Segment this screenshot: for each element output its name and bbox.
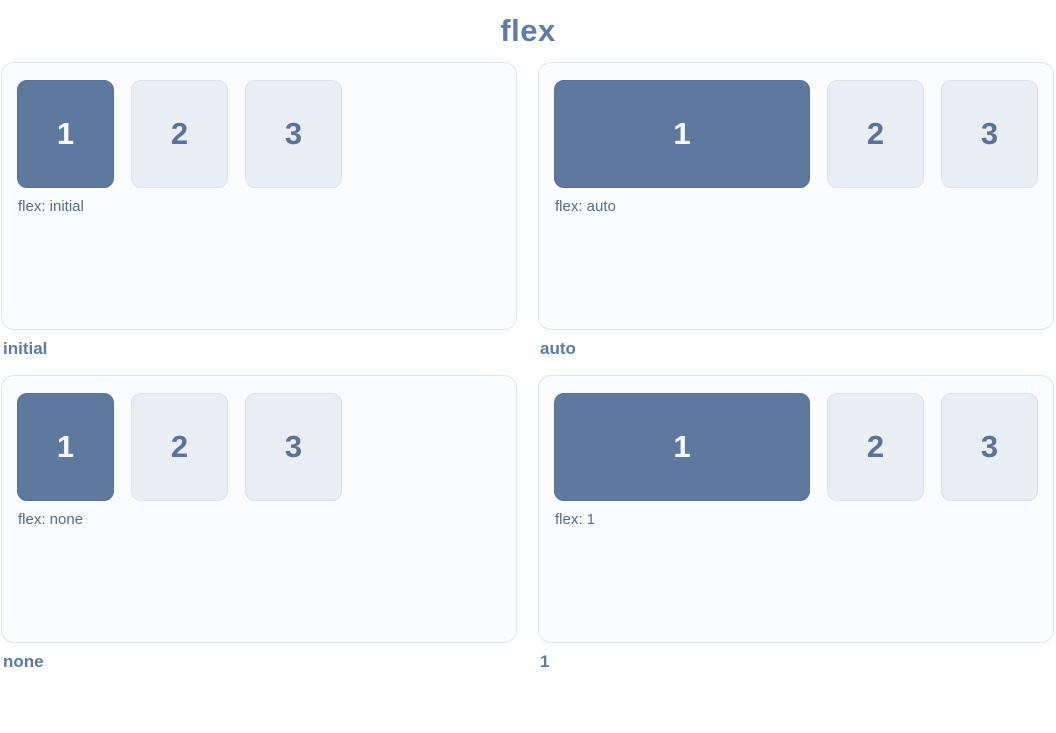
panel-label-initial: initial: [3, 339, 48, 358]
demo-panel-flex-auto: 1 2 3 flex: auto: [538, 62, 1054, 330]
demo-cell-1: 1 2 3 flex: 1 1: [538, 375, 1054, 688]
flex-value-caption: flex: auto: [555, 198, 616, 215]
flex-value-caption: flex: initial: [18, 198, 84, 215]
flex-item-1: 1: [17, 393, 114, 501]
flex-item-2: 2: [131, 80, 228, 188]
demo-panel-flex-initial: 1 2 3 flex: initial: [1, 62, 517, 330]
panel-label-1: 1: [540, 652, 550, 671]
flex-item-1: 1: [554, 80, 810, 188]
flex-value-caption: flex: 1: [555, 511, 596, 528]
flex-container: 1 2 3: [17, 393, 501, 501]
flex-item-1: 1: [554, 393, 810, 501]
flex-item-3: 3: [941, 80, 1038, 188]
flex-container: 1 2 3: [554, 393, 1038, 501]
demo-cell-initial: 1 2 3 flex: initial initial: [1, 62, 517, 375]
panel-label-auto: auto: [540, 339, 576, 358]
flex-item-3: 3: [245, 80, 342, 188]
demo-cell-auto: 1 2 3 flex: auto auto: [538, 62, 1054, 375]
demo-cell-none: 1 2 3 flex: none none: [1, 375, 517, 688]
flex-item-3: 3: [245, 393, 342, 501]
flex-item-2: 2: [827, 393, 924, 501]
demo-panel-flex-none: 1 2 3 flex: none: [1, 375, 517, 643]
flex-item-2: 2: [827, 80, 924, 188]
flex-item-3: 3: [941, 393, 1038, 501]
flex-container: 1 2 3: [554, 80, 1038, 188]
flex-item-2: 2: [131, 393, 228, 501]
page-title: flex: [500, 13, 556, 48]
page-header: flex: [0, 0, 1056, 62]
panel-label-none: none: [3, 652, 44, 671]
demo-grid: 1 2 3 flex: initial initial 1 2 3 flex: …: [0, 62, 1056, 688]
demo-panel-flex-1: 1 2 3 flex: 1: [538, 375, 1054, 643]
flex-container: 1 2 3: [17, 80, 501, 188]
flex-value-caption: flex: none: [18, 511, 84, 528]
flex-item-1: 1: [17, 80, 114, 188]
